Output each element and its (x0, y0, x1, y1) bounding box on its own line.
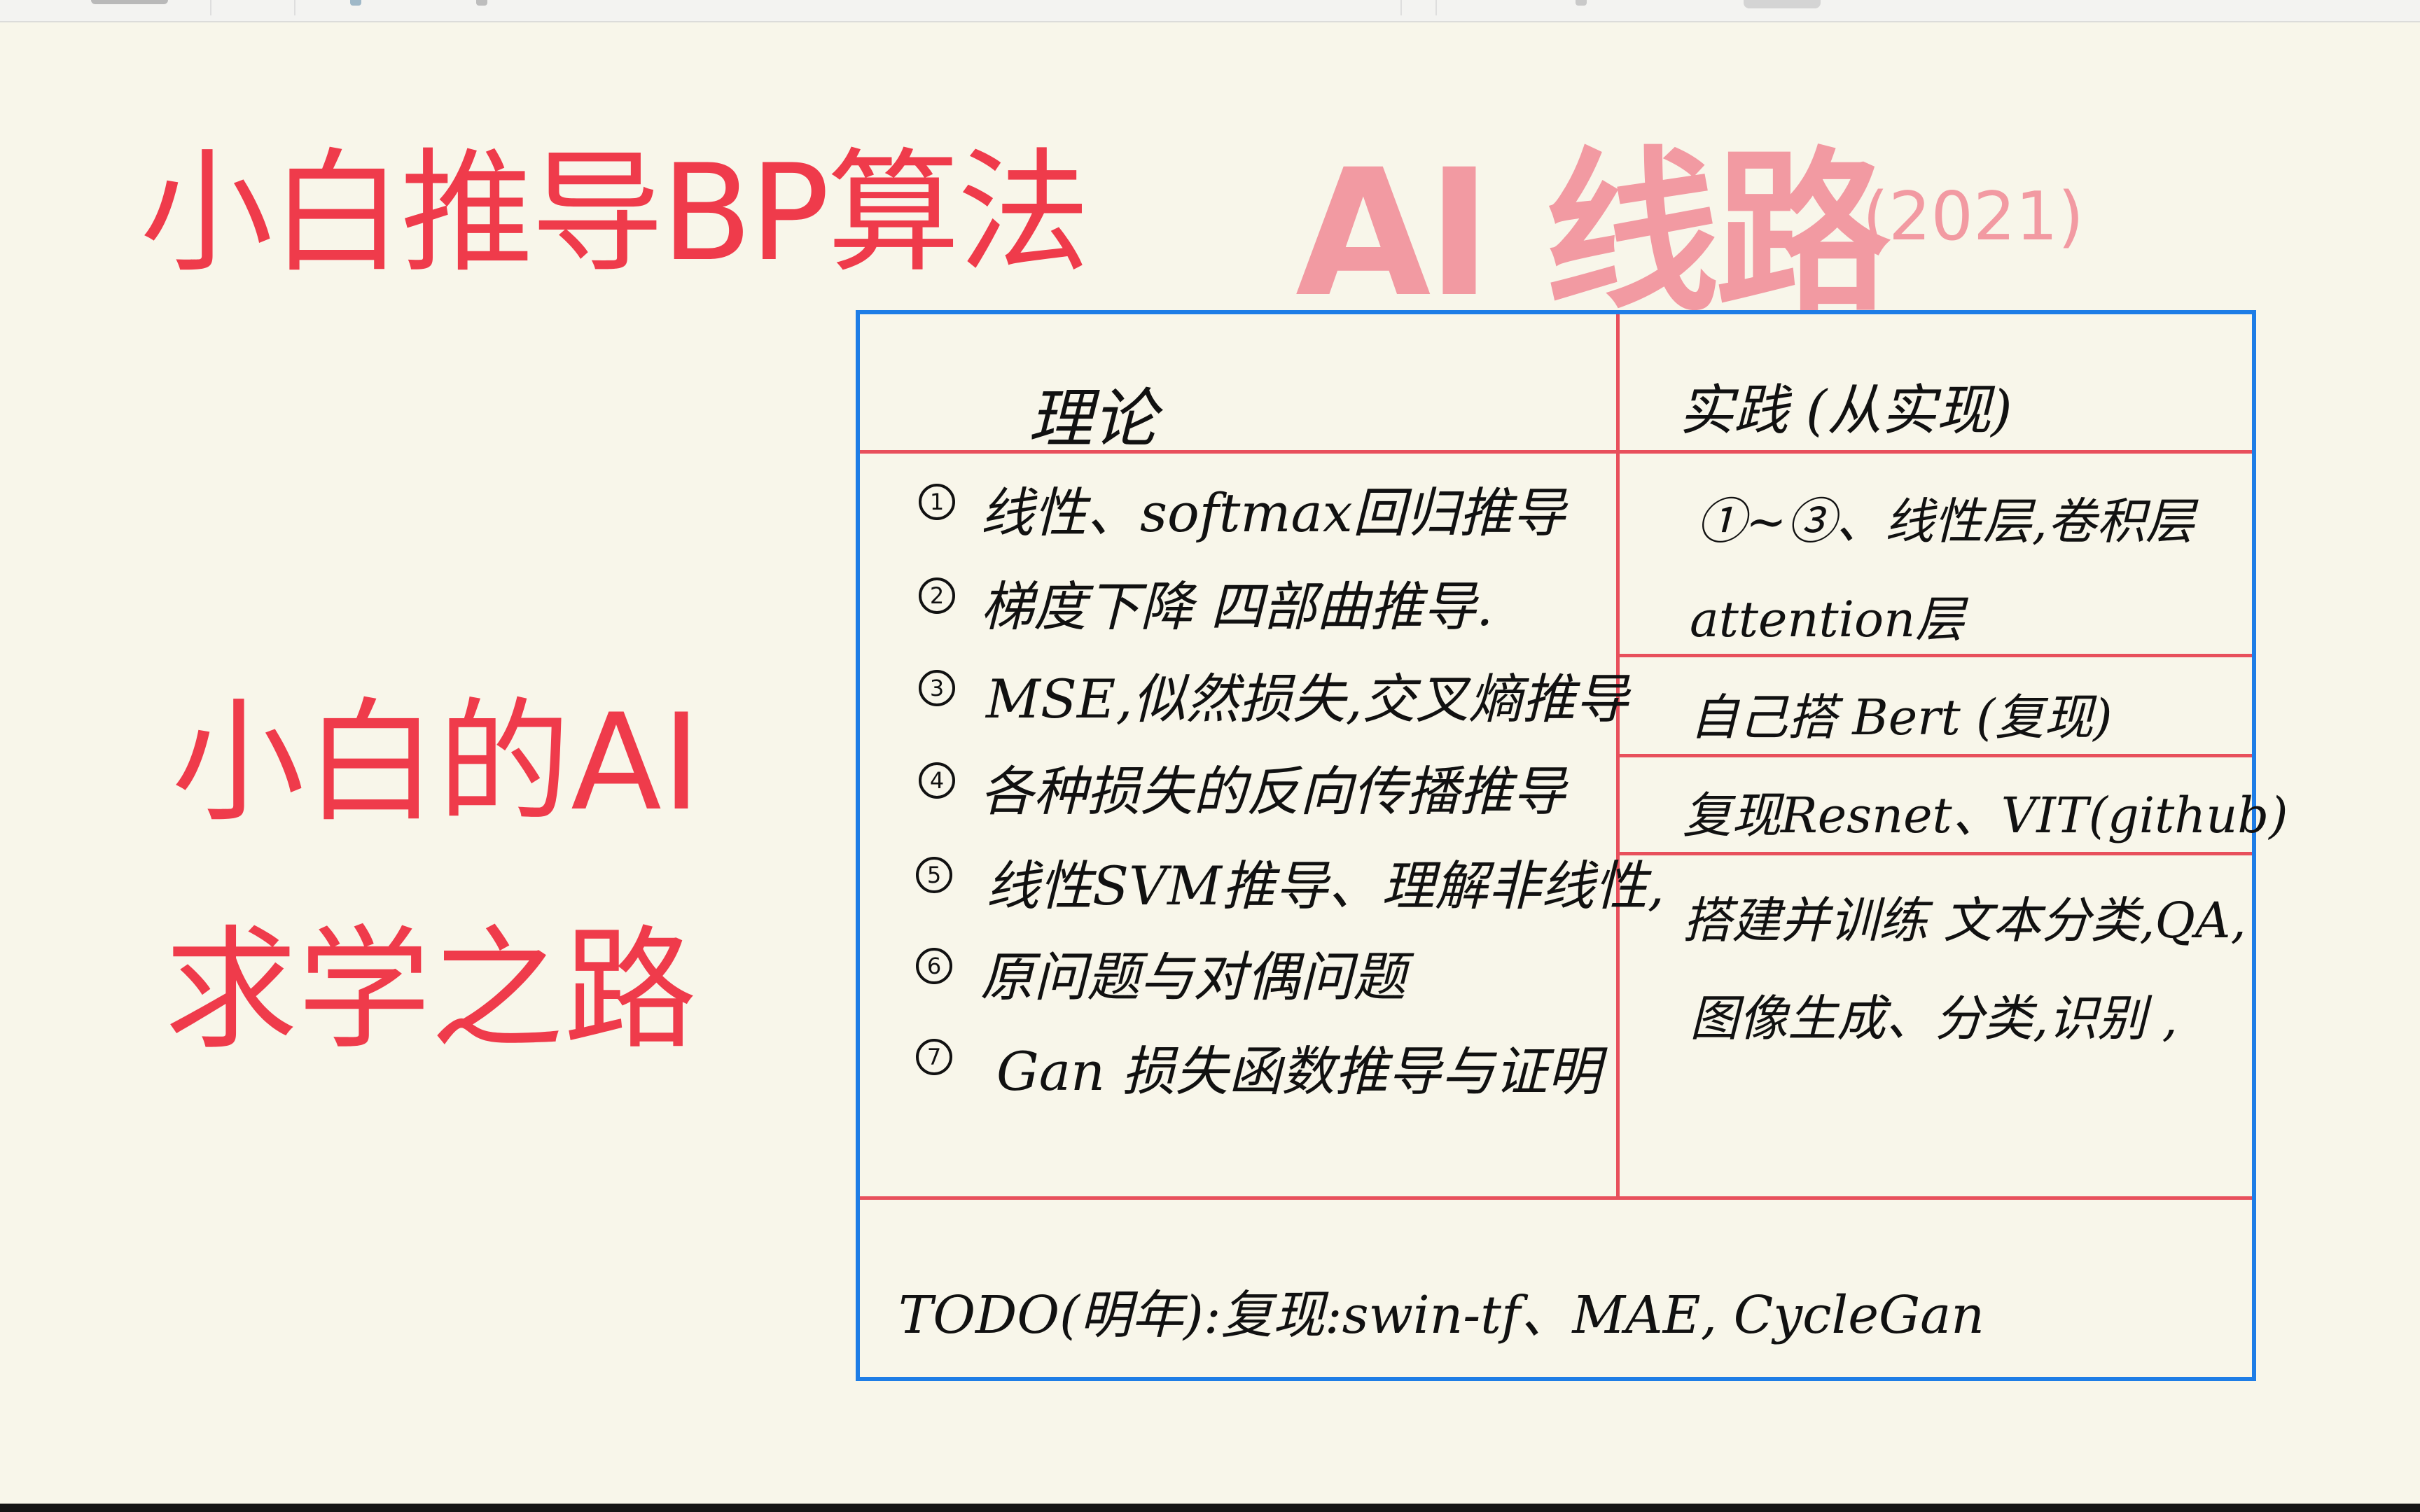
item-number: 7 (916, 1039, 952, 1075)
item-number: 4 (919, 762, 955, 799)
theory-header: 理论 (1028, 382, 1157, 456)
practice-item: 自己搭 Bert (复现) (1690, 689, 2113, 746)
practice-row-divider (1618, 654, 2252, 657)
theory-item: 线性、softmax回归推导 (980, 482, 1566, 544)
top-toolbar (0, 0, 2420, 22)
item-number: 6 (916, 948, 952, 984)
theory-item: 原问题与对偶问题 (980, 946, 1406, 1008)
toolbar-tool-icon[interactable] (476, 0, 487, 6)
toolbar-tool-icon[interactable] (350, 0, 361, 6)
header-divider (860, 450, 2252, 454)
item-number: 3 (919, 670, 955, 706)
item-number: 1 (919, 484, 955, 520)
practice-item: attention层 (1690, 591, 1965, 648)
subtitle-line-1: 小白的AI (172, 685, 702, 840)
subtitle-line-2: 求学之路 (165, 913, 697, 1068)
theory-item: 梯度下降 四部曲推导. (980, 575, 1494, 638)
item-number: 5 (916, 857, 952, 893)
practice-row-divider (1618, 754, 2252, 757)
column-divider (1616, 314, 1620, 1196)
toolbar-divider (1435, 0, 1437, 15)
theory-item: 各种损失的反向传播推导 (980, 760, 1566, 822)
practice-header: 实践 (从实现) (1679, 379, 2012, 442)
toolbar-divider (210, 0, 211, 15)
roadmap-table: 理论 实践 (从实现) 1 线性、softmax回归推导 2 梯度下降 四部曲推… (856, 310, 2288, 1381)
practice-item: 复现Resnet、VIT(github) (1683, 787, 2288, 844)
practice-item: 搭建并训练 文本分类,QA, (1683, 892, 2246, 949)
toolbar-tool-icon[interactable] (1576, 0, 1587, 6)
route-title: AI 线路 (1295, 132, 1891, 335)
theory-item: 线性SVM推导、理解非线性, (986, 855, 1664, 917)
practice-item: 图像生成、分类,识别 , (1690, 990, 2178, 1047)
toolbar-handle[interactable] (91, 0, 168, 4)
practice-item: ①~③、线性层,卷积层 (1697, 493, 2195, 550)
toolbar-divider (1400, 0, 1402, 15)
todo-note: TODO(明年):复现:swin-tf、MAE, CycleGan (898, 1285, 1984, 1345)
page-title: 小白推导BP算法 (140, 136, 1090, 290)
theory-item: MSE,似然损失,交叉熵推导 (986, 668, 1629, 730)
todo-divider (860, 1196, 2252, 1200)
bottom-edge (0, 1504, 2420, 1512)
toolbar-active-tab[interactable] (1744, 0, 1821, 8)
practice-row-divider (1618, 852, 2252, 855)
toolbar-divider (294, 0, 295, 15)
item-number: 2 (919, 578, 955, 614)
theory-item: Gan 损失函数推导与证明 (996, 1040, 1601, 1102)
route-year: (2021) (1863, 178, 2084, 255)
